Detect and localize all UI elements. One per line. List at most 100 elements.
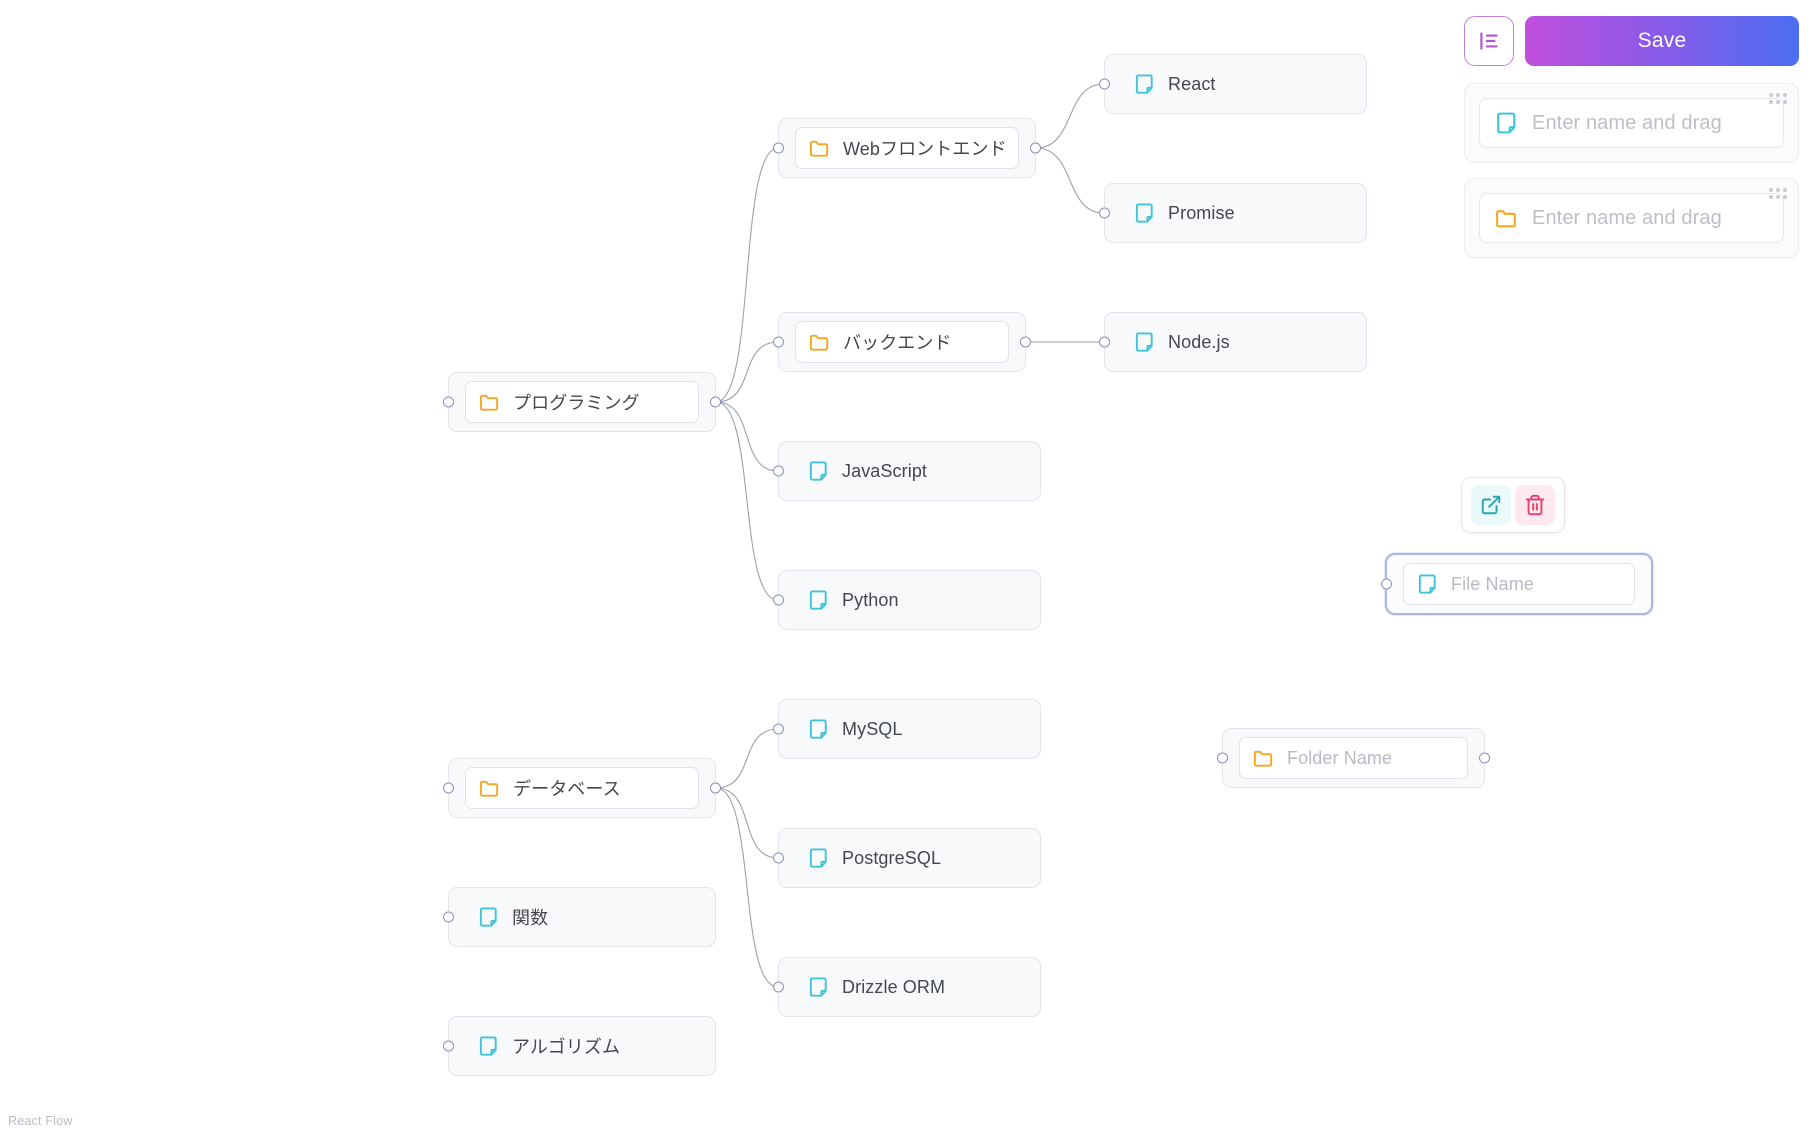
- file-icon: [807, 589, 830, 612]
- file-name-drag-input[interactable]: Enter name and drag: [1479, 98, 1784, 148]
- edge-database-to-postgresql[interactable]: [715, 787, 779, 859]
- edge-database-to-drizzle[interactable]: [715, 787, 779, 988]
- node-content[interactable]: データベース: [465, 767, 699, 809]
- edge-webfrontend-to-promise[interactable]: [1035, 147, 1105, 214]
- node-content: アルゴリズム: [465, 1025, 699, 1067]
- node-handle-left[interactable]: [1381, 578, 1392, 590]
- edge-webfrontend-to-react[interactable]: [1035, 83, 1105, 149]
- flow-node-python[interactable]: Python: [773, 570, 1041, 630]
- node-handle-left[interactable]: [773, 981, 784, 993]
- panel-header: Save: [1464, 16, 1799, 66]
- node-handle-left[interactable]: [773, 336, 784, 348]
- node-handle-right[interactable]: [1030, 142, 1041, 154]
- node-content[interactable]: Webフロントエンド: [795, 127, 1019, 169]
- node-content: Node.js: [1121, 321, 1350, 363]
- flow-node-mysql[interactable]: MySQL: [773, 699, 1041, 759]
- flow-node-algorithm[interactable]: アルゴリズム: [443, 1016, 716, 1076]
- node-toolbar: [1461, 477, 1565, 533]
- react-flow-attribution[interactable]: React Flow: [8, 1114, 73, 1128]
- flow-node-function[interactable]: 関数: [443, 887, 716, 947]
- node-handle-right[interactable]: [710, 396, 721, 408]
- trash-icon: [1524, 494, 1546, 516]
- node-content: Python: [795, 579, 1024, 621]
- flow-node-postgresql[interactable]: PostgreSQL: [773, 828, 1041, 888]
- folder-name-drag-input[interactable]: Enter name and drag: [1479, 193, 1784, 243]
- node-content[interactable]: File Name: [1403, 563, 1635, 605]
- folder-icon: [808, 331, 831, 354]
- node-label: Node.js: [1168, 331, 1230, 352]
- node-label: Promise: [1168, 202, 1235, 223]
- drag-card-folder[interactable]: Enter name and drag: [1464, 178, 1799, 258]
- node-content: Drizzle ORM: [795, 966, 1024, 1008]
- node-content: JavaScript: [795, 450, 1024, 492]
- node-handle-left[interactable]: [443, 782, 454, 794]
- flow-node-drizzle[interactable]: Drizzle ORM: [773, 957, 1041, 1017]
- node-label: PostgreSQL: [842, 847, 942, 868]
- node-label: データベース: [513, 779, 621, 799]
- node-handle-left[interactable]: [1099, 78, 1110, 90]
- node-handle-left[interactable]: [773, 142, 784, 154]
- folder-icon: [478, 777, 501, 800]
- flow-node-backend[interactable]: バックエンド: [773, 312, 1031, 372]
- edge-programming-to-javascript[interactable]: [715, 401, 779, 472]
- drag-card-file[interactable]: Enter name and drag: [1464, 83, 1799, 163]
- flow-node-programming[interactable]: プログラミング: [443, 372, 721, 432]
- sidebar-toggle-button[interactable]: [1464, 16, 1514, 66]
- file-icon: [1494, 111, 1519, 136]
- delete-button[interactable]: [1515, 485, 1555, 525]
- grid-dots-icon[interactable]: [1769, 93, 1787, 104]
- grid-dots-icon[interactable]: [1769, 188, 1787, 199]
- node-handle-left[interactable]: [443, 1040, 454, 1052]
- flow-node-webfrontend[interactable]: Webフロントエンド: [773, 118, 1041, 178]
- external-link-icon: [1480, 494, 1502, 516]
- node-label: JavaScript: [842, 460, 928, 481]
- edge-programming-to-webfrontend[interactable]: [715, 147, 779, 403]
- open-external-button[interactable]: [1471, 485, 1511, 525]
- node-handle-left[interactable]: [443, 911, 454, 923]
- file-icon: [807, 976, 830, 999]
- node-label: Drizzle ORM: [842, 976, 946, 997]
- file-icon: [807, 718, 830, 741]
- flow-node-database[interactable]: データベース: [443, 758, 721, 818]
- node-handle-left[interactable]: [1217, 752, 1228, 764]
- folder-icon: [1252, 747, 1275, 770]
- edge-programming-to-python[interactable]: [715, 401, 779, 601]
- file-icon: [807, 460, 830, 483]
- node-handle-right[interactable]: [1020, 336, 1031, 348]
- save-button[interactable]: Save: [1525, 16, 1799, 66]
- file-icon: [1133, 202, 1156, 225]
- node-handle-left[interactable]: [1099, 336, 1110, 348]
- flow-node-nodejs[interactable]: Node.js: [1099, 312, 1367, 372]
- node-content[interactable]: バックエンド: [795, 321, 1009, 363]
- node-content: React: [1121, 63, 1350, 105]
- node-content: Promise: [1121, 192, 1350, 234]
- flow-node-promise[interactable]: Promise: [1099, 183, 1367, 243]
- file-icon: [477, 906, 500, 929]
- flow-node-foldername[interactable]: Folder Name: [1217, 728, 1490, 788]
- edge-programming-to-backend[interactable]: [715, 341, 779, 403]
- node-handle-left[interactable]: [773, 465, 784, 477]
- node-content: 関数: [465, 896, 699, 938]
- flow-node-javascript[interactable]: JavaScript: [773, 441, 1041, 501]
- node-handle-left[interactable]: [773, 852, 784, 864]
- node-content[interactable]: Folder Name: [1239, 737, 1468, 779]
- file-icon: [1416, 573, 1439, 596]
- node-handle-left[interactable]: [773, 594, 784, 606]
- node-handle-left[interactable]: [1099, 207, 1110, 219]
- folder-drag-placeholder: Enter name and drag: [1532, 206, 1722, 229]
- flow-node-react[interactable]: React: [1099, 54, 1367, 114]
- edge-database-to-mysql[interactable]: [715, 728, 779, 789]
- node-handle-left[interactable]: [443, 396, 454, 408]
- node-label: Folder Name: [1287, 747, 1393, 768]
- node-handle-right[interactable]: [1479, 752, 1490, 764]
- folder-icon: [808, 137, 831, 160]
- file-icon: [1133, 331, 1156, 354]
- node-handle-right[interactable]: [710, 782, 721, 794]
- node-content[interactable]: プログラミング: [465, 381, 699, 423]
- node-content: MySQL: [795, 708, 1024, 750]
- node-handle-left[interactable]: [773, 723, 784, 735]
- node-content: PostgreSQL: [795, 837, 1024, 879]
- flow-node-filename[interactable]: File Name: [1381, 553, 1653, 615]
